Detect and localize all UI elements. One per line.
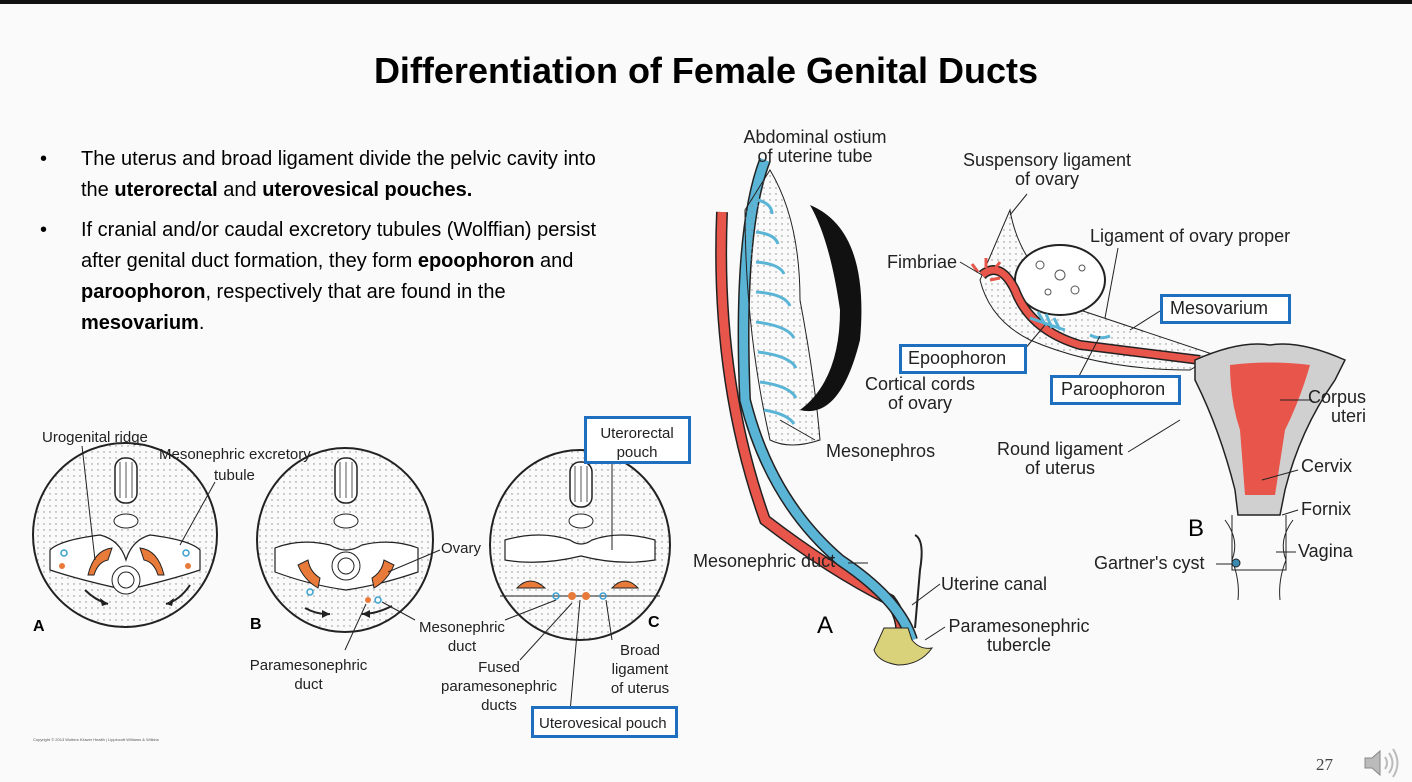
cross-section-c <box>489 449 671 641</box>
label-tubule: tubule <box>214 467 255 484</box>
label-mesonephric-duct-right: Mesonephric duct <box>693 551 836 571</box>
label-fornix: Fornix <box>1301 499 1352 519</box>
letter-b-right: B <box>1188 515 1205 542</box>
label-urogenital-ridge: Urogenital ridge <box>42 429 148 446</box>
label-fimbriae: Fimbriae <box>887 252 958 272</box>
label-ligament-ovary-proper: Ligament of ovary proper <box>1090 226 1291 246</box>
label-mesonephric-excretory: Mesonephric excretory <box>159 446 311 463</box>
copyright: Copyright © 2013 Wolters Kluwer Health |… <box>33 737 159 742</box>
cross-section-a <box>32 442 218 628</box>
left-leader-lines <box>81 445 613 713</box>
label-uterine-canal: Uterine canal <box>941 574 1048 594</box>
label-epoophoron: Epoophoron <box>908 348 1007 368</box>
bullet-list: The uterus and broad ligament divide the… <box>40 144 600 348</box>
letter-b-left: B <box>250 616 262 633</box>
highlight-box-epoophoron <box>899 344 1027 374</box>
highlight-box-mesovarium <box>1160 294 1291 324</box>
right-leader-lines <box>779 193 1312 641</box>
highlight-box-uterovesical <box>531 706 678 738</box>
label-ovary-left: Ovary <box>441 540 482 557</box>
right-figure-b <box>970 208 1347 601</box>
label-uterovesical-pouch: Uterovesical pouch <box>539 715 667 732</box>
bullet-item: The uterus and broad ligament divide the… <box>40 144 600 206</box>
bullet-item: If cranial and/or caudal excretory tubul… <box>40 215 600 339</box>
label-vagina: Vagina <box>1298 541 1353 561</box>
label-gartners-cyst: Gartner's cyst <box>1094 553 1205 573</box>
letter-c-left: C <box>648 614 660 631</box>
page-number: 27 <box>1316 755 1333 774</box>
label-mesovarium: Mesovarium <box>1170 298 1269 318</box>
cross-section-b <box>256 447 434 633</box>
highlight-box-paroophoron <box>1050 375 1181 405</box>
label-mesonephros: Mesonephros <box>826 441 936 461</box>
letter-a-right: A <box>817 612 834 639</box>
letter-a-left: A <box>33 618 45 635</box>
speaker-icon[interactable] <box>1362 746 1402 780</box>
label-paroophoron: Paroophoron <box>1061 379 1166 399</box>
slide-title: Differentiation of Female Genital Ducts <box>373 50 1039 91</box>
label-cervix: Cervix <box>1301 456 1353 476</box>
top-border <box>0 0 1412 4</box>
right-figure-a <box>715 157 934 666</box>
highlight-box-uterorectal <box>584 416 691 464</box>
